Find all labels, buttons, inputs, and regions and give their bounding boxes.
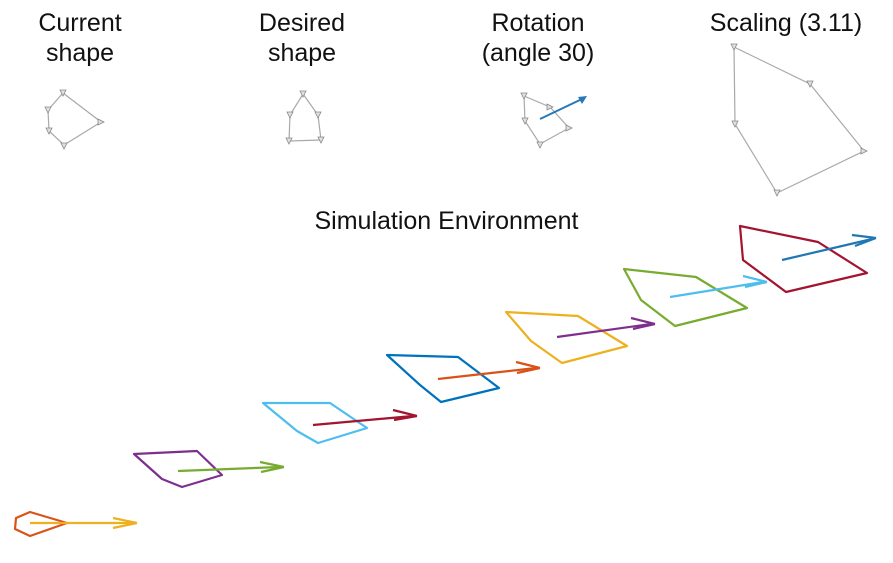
desired-shape	[285, 90, 325, 145]
scaling-shape-vertices	[730, 43, 868, 197]
scaling-title-line1: Scaling (3.11)	[709, 9, 863, 37]
desired-shape-vertices	[285, 90, 325, 145]
sim-shape-5	[504, 310, 629, 365]
sim-arrow-head-7	[851, 233, 877, 248]
vertex-marker	[806, 80, 814, 88]
vertex-marker	[60, 142, 68, 150]
sim-arrow-head-5	[630, 316, 656, 331]
desired-shape-polygon	[288, 92, 322, 142]
vertex-marker	[773, 189, 781, 197]
vertex-marker	[565, 124, 573, 132]
vertex-marker	[59, 89, 67, 97]
sim-arrow-6	[669, 280, 764, 299]
vertex-marker	[731, 120, 739, 128]
sim-shape-2	[132, 449, 224, 489]
vertex-marker	[730, 43, 738, 51]
sim-arrow-head-6	[742, 274, 768, 289]
sim-arrow-head-3	[392, 408, 418, 422]
sim-shape-4	[385, 353, 501, 404]
rotation-shape-polygon	[523, 95, 570, 145]
vertex-marker	[314, 111, 322, 119]
scaling-shape	[730, 43, 868, 197]
vertex-marker	[299, 90, 307, 98]
rotation-title-line1: Rotation	[491, 9, 585, 37]
simulation-title: Simulation Environment	[314, 207, 579, 235]
vertex-marker	[536, 141, 544, 149]
vertex-marker	[521, 117, 529, 125]
vertex-marker	[286, 111, 294, 119]
sim-shape-7	[738, 224, 869, 294]
scaling-title: Scaling (3.11)	[694, 8, 878, 38]
current-shape-vertices	[44, 89, 105, 150]
rotation-shape-vertices	[520, 92, 573, 149]
current-shape-title: Current shape	[28, 8, 132, 68]
desired-shape-title: Desired shape	[250, 8, 354, 68]
vertex-marker	[44, 106, 52, 114]
rotation-arrow-head	[578, 96, 587, 104]
desired-shape-title-line1: Desired	[258, 9, 346, 37]
rotation-arrow	[539, 98, 583, 120]
sim-arrow-4	[437, 366, 537, 381]
sim-arrow-5	[556, 322, 652, 339]
sim-arrow-3	[312, 414, 414, 427]
sim-arrow-head-4	[515, 360, 541, 375]
vertex-marker	[285, 137, 293, 145]
sim-shape-1	[13, 510, 69, 538]
current-shape-title-line2: shape	[45, 39, 115, 67]
simulation-steps	[13, 224, 877, 538]
sim-arrow-2	[177, 465, 281, 473]
sim-arrow-head-1	[112, 516, 138, 530]
vertex-marker	[546, 103, 554, 111]
current-shape-title-line1: Current	[38, 9, 122, 37]
scaling-shape-polygon	[733, 46, 865, 194]
sim-arrow-7	[781, 237, 873, 262]
rotation-title: Rotation (angle 30)	[470, 8, 606, 68]
vertex-marker	[45, 127, 53, 135]
vertex-marker	[520, 92, 528, 100]
vertex-marker	[317, 136, 325, 144]
current-shape	[44, 89, 105, 150]
sim-shape-6	[622, 267, 749, 328]
vertex-marker	[860, 147, 868, 155]
sim-shape-3	[261, 401, 369, 445]
desired-shape-title-line2: shape	[267, 39, 337, 67]
sim-arrow-head-2	[259, 460, 285, 474]
current-shape-polygon	[47, 92, 103, 146]
rotation-shape	[520, 92, 587, 149]
rotation-title-line2: (angle 30)	[481, 39, 595, 67]
vertex-marker	[97, 118, 105, 126]
